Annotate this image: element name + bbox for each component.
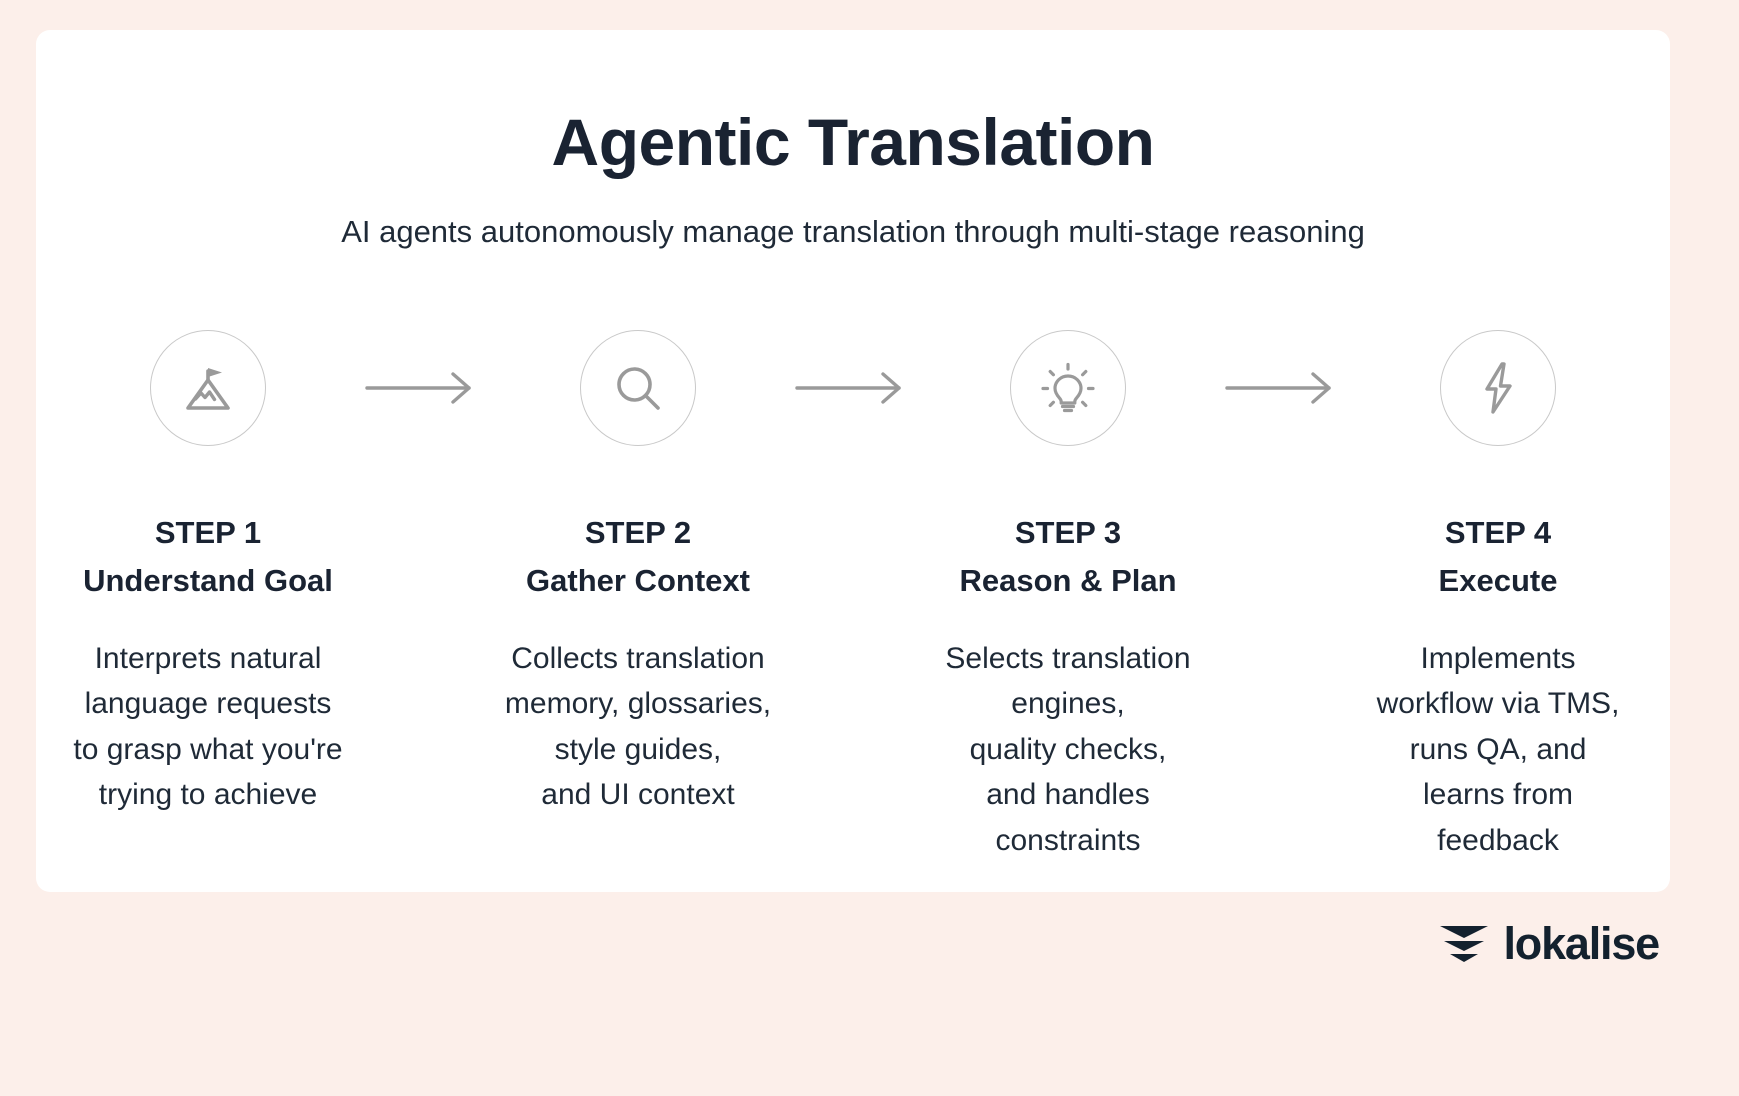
step-2-kicker: STEP 2 bbox=[584, 515, 692, 550]
step-4-description: Implements workflow via TMS, runs QA, an… bbox=[1376, 641, 1620, 857]
page-frame: Agentic Translation AI agents autonomous… bbox=[36, 30, 1670, 969]
arrow-right-icon bbox=[365, 372, 471, 404]
connector-arrow-3 bbox=[1218, 330, 1348, 446]
step-2-name: Gather Context bbox=[526, 562, 750, 598]
step-1-kicker: STEP 1 bbox=[154, 515, 262, 550]
step-2-icon-circle bbox=[580, 330, 696, 446]
arrow-right-icon bbox=[795, 372, 901, 404]
header-block: Agentic Translation AI agents autonomous… bbox=[36, 105, 1670, 250]
step-3-description: Selects translation engines, quality che… bbox=[945, 641, 1191, 857]
step-4-icon-circle bbox=[1440, 330, 1556, 446]
steps-row: STEP 1 Understand Goal Interprets natura… bbox=[73, 330, 1619, 863]
step-card-2: STEP 2 Gather Context Collects translati… bbox=[488, 330, 788, 818]
connector-arrow-1 bbox=[358, 330, 488, 446]
lightning-bolt-icon bbox=[1466, 356, 1530, 420]
page-subtitle: AI agents autonomously manage translatio… bbox=[341, 214, 1365, 250]
step-4-kicker: STEP 4 bbox=[1444, 515, 1552, 550]
arrow-right-icon bbox=[1225, 372, 1331, 404]
step-3-kicker: STEP 3 bbox=[1014, 515, 1122, 550]
step-1-name: Understand Goal bbox=[83, 562, 333, 598]
lokalise-chevrons-icon bbox=[1440, 926, 1489, 962]
magnifier-icon bbox=[606, 356, 670, 420]
mountain-flag-icon bbox=[176, 356, 240, 420]
step-card-4: STEP 4 Execute Implements workflow via T… bbox=[1348, 330, 1648, 863]
step-card-1: STEP 1 Understand Goal Interprets natura… bbox=[58, 330, 358, 818]
lokalise-logo: lokalise bbox=[1438, 917, 1660, 969]
step-4-name: Execute bbox=[1438, 562, 1558, 598]
lightbulb-icon bbox=[1036, 356, 1100, 420]
connector-arrow-2 bbox=[788, 330, 918, 446]
step-3-icon-circle bbox=[1010, 330, 1126, 446]
step-card-3: STEP 3 Reason & Plan Selects translation… bbox=[918, 330, 1218, 863]
step-1-icon-circle bbox=[150, 330, 266, 446]
step-3-name: Reason & Plan bbox=[959, 562, 1177, 598]
step-1-description: Interprets natural language requests to … bbox=[73, 641, 343, 812]
step-2-description: Collects translation memory, glossaries,… bbox=[504, 641, 772, 812]
lokalise-wordmark: lokalise bbox=[1503, 917, 1660, 969]
page-title: Agentic Translation bbox=[551, 105, 1155, 179]
content-card: Agentic Translation AI agents autonomous… bbox=[36, 30, 1670, 892]
